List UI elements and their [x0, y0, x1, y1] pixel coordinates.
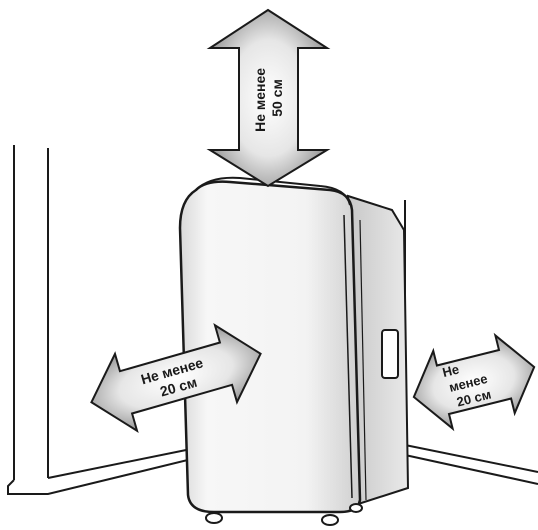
dehumidifier [178, 176, 410, 526]
device-top-edge [195, 176, 351, 206]
top-clearance-arrow: Не менее 50 см [206, 8, 331, 188]
top-arrow-shape [206, 8, 331, 188]
side-handle-slot [381, 329, 399, 379]
left-arrow-shape [90, 322, 262, 434]
wheel-back [349, 503, 363, 513]
wheel-left [205, 512, 223, 524]
top-clearance-line1: Не менее [252, 68, 268, 132]
top-clearance-text: Не менее 50 см [252, 64, 285, 132]
top-clearance-line2: 50 см [269, 79, 285, 117]
right-arrow-shape [412, 332, 536, 432]
right-clearance-line1: Не [441, 361, 461, 380]
left-baseboard [7, 448, 197, 495]
right-baseboard [404, 444, 538, 485]
left-clearance-arrow: Не менее 20 см [90, 322, 262, 434]
device-side-seam [359, 219, 367, 501]
device-front-seam [343, 214, 353, 499]
right-clearance-arrow: Не менее 20 см [412, 332, 536, 432]
wheel-right [321, 514, 339, 526]
left-floor-line [47, 447, 197, 479]
